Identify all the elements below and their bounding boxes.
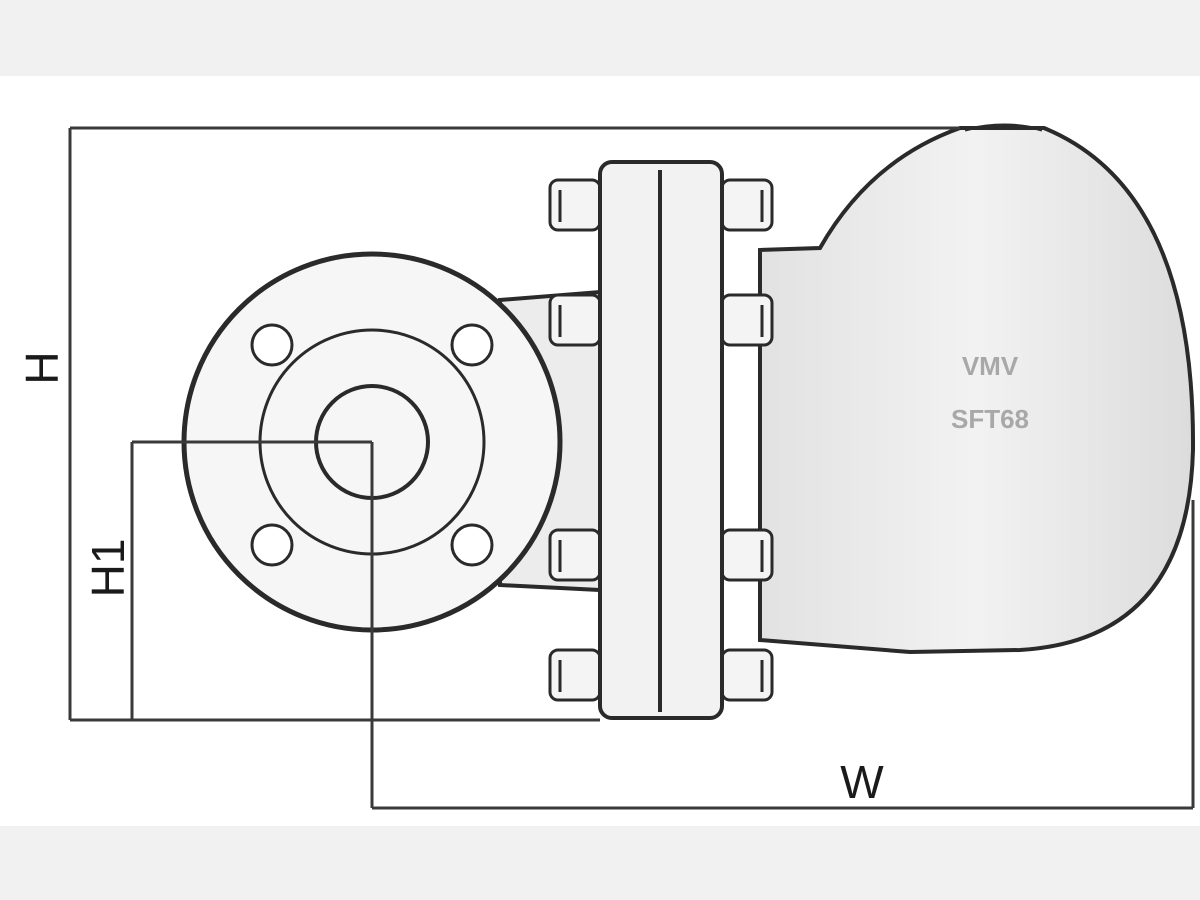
dimension-label-width: W	[840, 756, 884, 808]
model-marking: SFT68	[951, 404, 1029, 434]
dimension-label-height: H	[16, 351, 68, 384]
bolt-hole	[450, 523, 494, 567]
bolt-hole	[450, 323, 494, 367]
brand-marking: VMV	[962, 351, 1019, 381]
body-flange	[598, 160, 724, 720]
bolts-left	[548, 178, 602, 702]
bolt-hole	[250, 323, 294, 367]
bottom-band	[0, 826, 1200, 900]
bolt-hole	[250, 523, 294, 567]
top-band	[0, 0, 1200, 76]
dimension-label-height-inlet: H1	[82, 539, 134, 598]
trap-body	[758, 123, 1196, 655]
dimension-lines	[68, 126, 1195, 810]
